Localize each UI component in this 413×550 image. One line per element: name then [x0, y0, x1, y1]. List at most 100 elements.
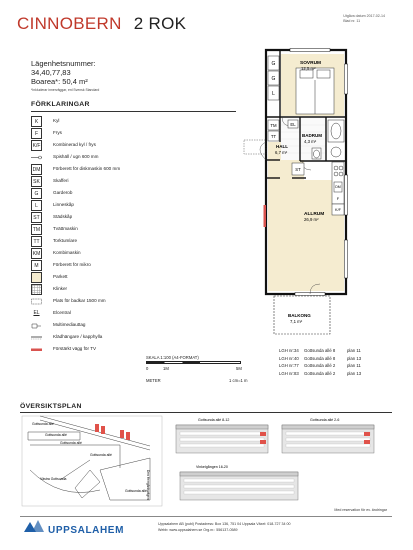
project-name: CINNOBERN	[17, 14, 122, 33]
legend-item: KM Kombimaskin	[31, 248, 241, 259]
apartment-lgh: LGH nr:77	[279, 363, 299, 368]
footer-divider	[20, 516, 392, 517]
legend-symbol: EL	[31, 308, 42, 319]
legend-label: Multimediauttag	[53, 322, 86, 327]
apartment-numbers: 34,40,77,83	[31, 68, 71, 77]
view-caption: Gottsunda allé 8-12	[198, 418, 229, 422]
hanger-icon	[31, 332, 42, 343]
apartment-lgh: LGH nr:83	[279, 370, 299, 376]
footer-address: Uppsalahem AB (publ) Postadress: Box 136…	[158, 522, 291, 526]
legend-symbol: M	[31, 260, 42, 271]
legend-item: EL Elcentral	[31, 308, 241, 319]
legend-label: Kyl	[53, 118, 60, 123]
scale-tick: 5M	[236, 366, 242, 371]
room-name-balcony: BALKONG	[288, 313, 311, 318]
legend-symbol: SK	[31, 176, 42, 187]
legend-symbol: TM	[31, 224, 42, 235]
room-name-living: ALLRUM	[304, 211, 324, 217]
cleaning-cupboard-label: ST	[295, 167, 301, 172]
room-area-bedroom: 12,5 m²	[301, 66, 316, 71]
legend-item: Parkett	[31, 272, 241, 283]
legend-label: Klinker	[53, 286, 68, 291]
apartment-addr: Gottsunda allé 2	[304, 370, 336, 376]
legend-symbol: ST	[31, 212, 42, 223]
fridge-freezer-label: K/F	[335, 208, 342, 212]
legend-label: Städskåp	[53, 214, 73, 219]
room-area-living: 26,9 m²	[304, 217, 319, 222]
kitchen-counter	[331, 161, 345, 216]
legend-label: Torktumlare	[53, 238, 77, 243]
legend-item: ST Städskåp	[31, 212, 241, 223]
apartment-addr: Gottsunda allé 8	[304, 355, 336, 361]
site-highlight	[95, 424, 130, 440]
klinker-swatch	[31, 284, 42, 295]
room-name-bathroom: BADRUM	[302, 133, 322, 138]
map-label: Gottsunda allé	[90, 453, 112, 457]
legend-label: Elcentral	[53, 310, 71, 315]
legend-label: Frys	[53, 130, 62, 135]
legend-symbol: L	[31, 200, 42, 211]
area-footnote: *Inkluderar innerväggar, enl Svensk Stan…	[31, 88, 100, 92]
reservation-note: Med reservation för ev. ändringar	[334, 508, 387, 512]
apartment-lgh: LGH nr:34	[279, 348, 299, 353]
uppsalahem-logo-icon	[24, 520, 44, 532]
apartment-plan: plan 13	[347, 355, 362, 361]
legend-item: TT Torktumlare	[31, 236, 241, 247]
map-label: Gottsunda allé	[45, 433, 67, 437]
room-count: 2 ROK	[133, 14, 187, 33]
legend-item: SK Skafferi	[31, 176, 241, 187]
map-label: Västra Gottsunda	[40, 477, 67, 481]
legend-label: Kombimaskin	[53, 250, 81, 255]
legend-label: Tvättmaskin	[53, 226, 78, 231]
brand-name: UPPSALAHEM	[48, 525, 125, 536]
bathroom-fixtures	[311, 119, 345, 160]
living-floor	[268, 180, 344, 291]
tv-icon	[31, 344, 42, 355]
legend-item: Plats för badkar 1500 mm	[31, 296, 241, 307]
legend-item: Klinker	[31, 284, 241, 295]
sheet-number: Blad nr. 11	[343, 19, 361, 23]
freezer-label: F	[337, 196, 340, 201]
entrance-mat	[243, 139, 267, 155]
room-name-hall: HALL	[276, 144, 288, 149]
legend-item: Spishäll / ugn 600 mm	[31, 152, 241, 163]
legend-label: Klädhängare / kapphylla	[53, 334, 103, 339]
issue-date: Utgåva datum 2017-02-14	[343, 14, 385, 18]
legend-label: Parkett	[53, 274, 68, 279]
room-area-hall: 6,7 m²	[275, 150, 288, 155]
legend-label: Skafferi	[53, 178, 69, 183]
legend-symbol: KM	[31, 248, 42, 259]
legend-item: TM Tvättmaskin	[31, 224, 241, 235]
legend-title: FÖRKLARINGAR	[31, 101, 90, 108]
view-caption: Gottsunda allé 2-6	[310, 418, 339, 422]
apartment-addr: Gottsunda allé 2	[304, 363, 336, 368]
electric-panel-label: EL	[290, 122, 296, 127]
room-area-bathroom: 4,3 m²	[304, 139, 317, 144]
legend-item: Klädhängare / kapphylla	[31, 332, 241, 343]
scale-ratio: 1 cm=1 m	[229, 378, 248, 383]
scale-label: SKALA 1:100 (A4-FORMAT)	[146, 355, 199, 360]
footer-web: Webb: www.uppsalahem.se Org.nr.: 556137-…	[158, 528, 238, 532]
bathroom-tile-grid	[281, 124, 326, 154]
dryer-label: TT	[271, 134, 277, 139]
building-windows	[179, 431, 371, 495]
apartment-lgh: LGH nr:40	[279, 355, 299, 361]
bedroom-wardrobes	[267, 55, 280, 101]
legend-label: Förberett för mikro	[53, 262, 91, 267]
apartment-number-label: Lägenhetsnummer:	[31, 59, 96, 68]
tv-wall-marker	[263, 205, 266, 227]
legend-symbol: TT	[31, 236, 42, 247]
entrance-door-swing	[259, 141, 267, 161]
unit-highlights	[260, 432, 370, 444]
map-label: Den Herrgårdsvägen	[146, 470, 150, 500]
parkett-swatch	[31, 272, 42, 283]
